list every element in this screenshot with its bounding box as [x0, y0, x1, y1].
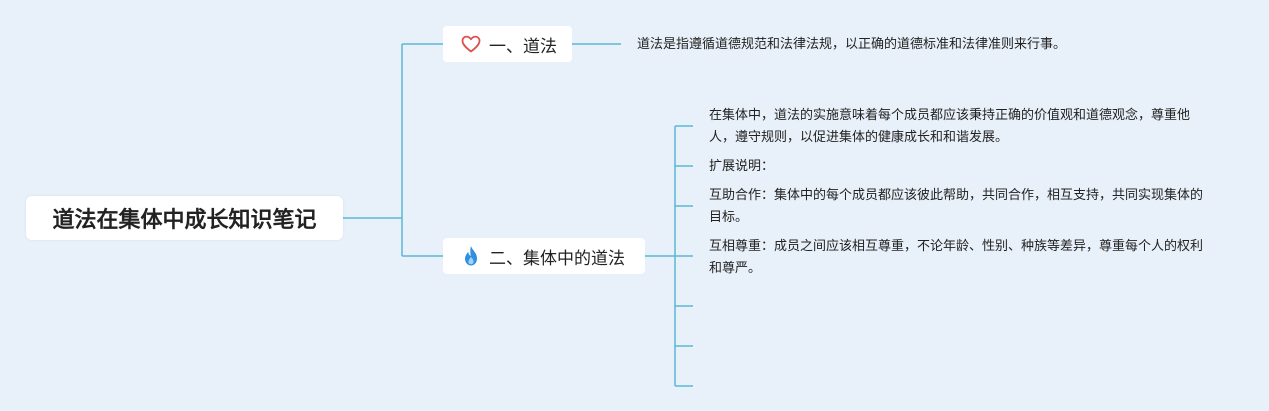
sub-topic-1[interactable]: 在集体中，道法的实施意味着每个成员都应该秉持正确的价值观和道德观念，尊重他人，遵…: [709, 108, 1191, 145]
branch-topic-1[interactable]: 一、道法: [443, 26, 572, 62]
heart-outline-icon: [459, 32, 483, 56]
flame-icon: [459, 244, 483, 268]
sub-topic-4[interactable]: 互相尊重：成员之间应该相互尊重，不论年龄、性别、种族等差异，尊重每个人的权利和尊…: [709, 239, 1204, 276]
leaf-note-1[interactable]: 道法是指遵循道德规范和法律法规，以正确的道德标准和法律准则来行事。: [637, 37, 1067, 52]
branch-label-1: 一、道法: [489, 36, 557, 57]
root-topic[interactable]: 道法在集体中成长知识笔记: [26, 196, 343, 240]
sub-topic-2[interactable]: 扩展说明：: [709, 159, 775, 174]
branch-topic-2[interactable]: 二、集体中的道法: [443, 238, 645, 274]
sub-topic-3[interactable]: 互助合作：集体中的每个成员都应该彼此帮助，共同合作，相互支持，共同实现集体的目标…: [709, 188, 1204, 225]
root-title: 道法在集体中成长知识笔记: [52, 208, 317, 233]
branch-label-2: 二、集体中的道法: [489, 248, 625, 269]
